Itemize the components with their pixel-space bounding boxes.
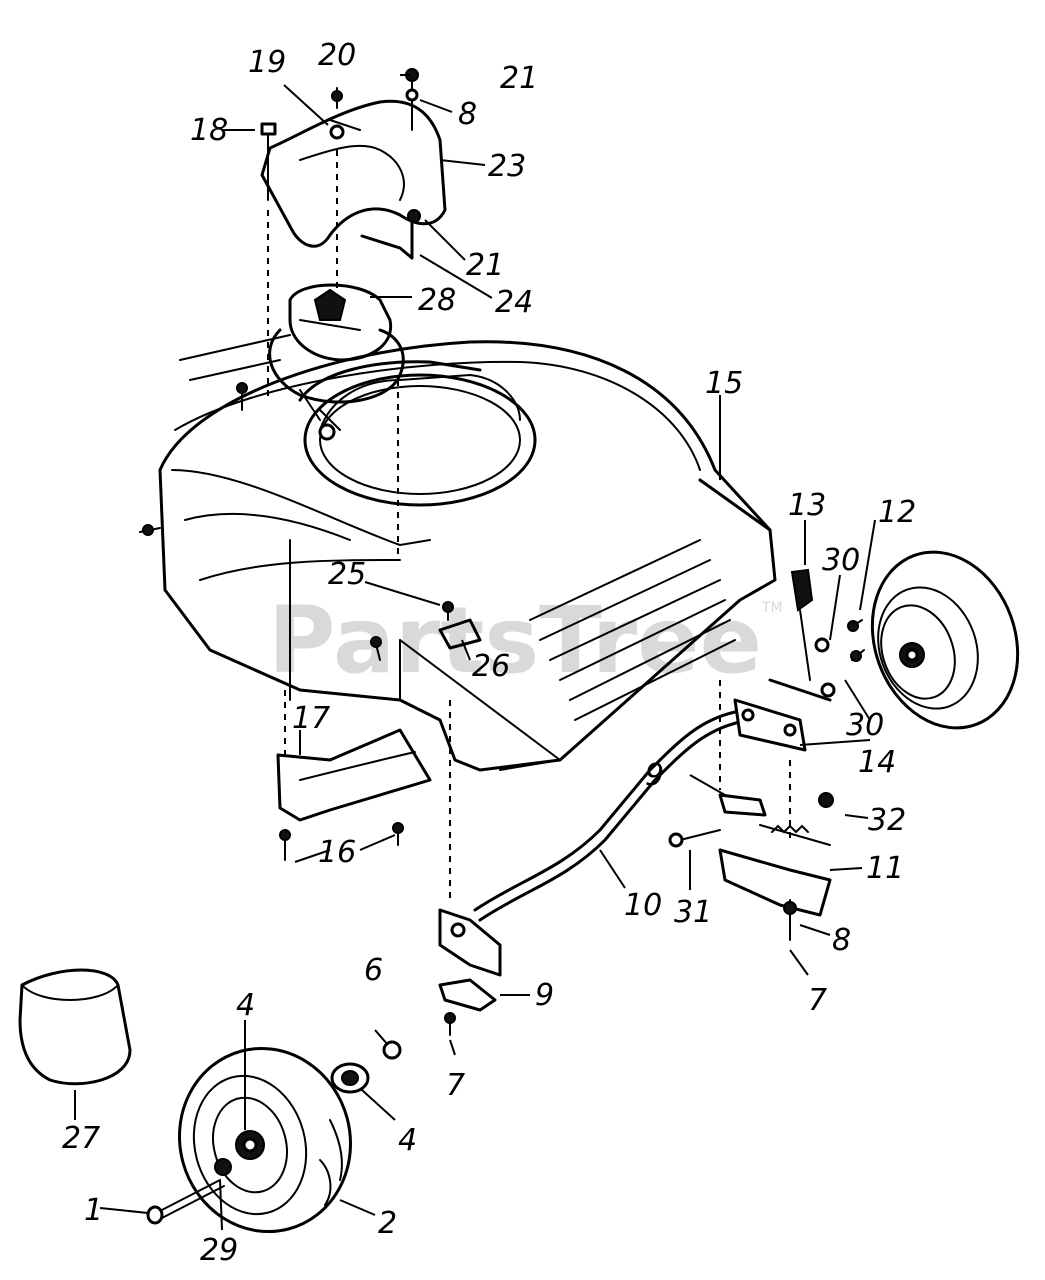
callout-8: 8 bbox=[832, 923, 851, 958]
callout-labels: 1 2 4 4 6 7 7 8 8 9 9 10 11 12 13 14 15 … bbox=[62, 38, 916, 1268]
callout-13: 13 bbox=[788, 488, 826, 523]
handle-bracket bbox=[260, 99, 447, 248]
callout-24: 24 bbox=[495, 285, 533, 320]
front-wheel bbox=[178, 1046, 352, 1234]
callout-29: 29 bbox=[200, 1233, 238, 1268]
callout-17: 17 bbox=[292, 701, 330, 736]
callout-18: 18 bbox=[190, 113, 228, 148]
wheel-bushing bbox=[330, 1040, 402, 1094]
callout-1: 1 bbox=[84, 1193, 103, 1228]
top-fasteners bbox=[236, 68, 421, 560]
callout-31: 31 bbox=[674, 895, 712, 930]
callout-15: 15 bbox=[705, 366, 743, 401]
callout-26: 26 bbox=[472, 649, 510, 684]
callout-7: 7 bbox=[446, 1068, 465, 1103]
callout-9: 9 bbox=[645, 758, 664, 793]
leader-lines bbox=[74, 74, 876, 1231]
callout-9: 9 bbox=[535, 978, 554, 1013]
watermark-trademark: TM bbox=[761, 600, 783, 616]
hubcap bbox=[18, 968, 132, 1086]
wire-rod bbox=[360, 220, 414, 260]
callout-14: 14 bbox=[858, 745, 896, 780]
engine-mount-assembly bbox=[179, 283, 405, 441]
callout-30: 30 bbox=[846, 708, 884, 743]
mower-deck bbox=[139, 340, 777, 772]
callout-8: 8 bbox=[458, 97, 477, 132]
callout-28: 28 bbox=[418, 283, 456, 318]
callout-19: 19 bbox=[248, 45, 286, 80]
height-adjuster bbox=[438, 680, 834, 1036]
deck-plate bbox=[370, 601, 482, 661]
callout-20: 20 bbox=[318, 38, 356, 73]
callout-11: 11 bbox=[866, 851, 904, 886]
callout-6: 6 bbox=[364, 953, 383, 988]
callout-2: 2 bbox=[378, 1206, 397, 1241]
callout-27: 27 bbox=[62, 1121, 100, 1156]
callout-30: 30 bbox=[822, 543, 860, 578]
deck-ribs bbox=[529, 539, 736, 721]
rear-wheel bbox=[870, 550, 1020, 730]
callout-21: 21 bbox=[466, 248, 504, 283]
callout-4: 4 bbox=[236, 988, 255, 1023]
axle-plate bbox=[733, 568, 865, 752]
callout-32: 32 bbox=[868, 803, 906, 838]
callout-10: 10 bbox=[624, 888, 662, 923]
axle-bolt bbox=[146, 1158, 232, 1225]
callout-16: 16 bbox=[318, 835, 356, 870]
rear-flap bbox=[276, 690, 432, 861]
callout-4: 4 bbox=[398, 1123, 417, 1158]
watermark: PartsTree bbox=[268, 587, 762, 694]
callout-12: 12 bbox=[878, 495, 916, 530]
callout-25: 25 bbox=[328, 557, 366, 592]
callout-21: 21 bbox=[500, 61, 538, 96]
callout-23: 23 bbox=[488, 149, 526, 184]
callout-7: 7 bbox=[808, 983, 827, 1018]
